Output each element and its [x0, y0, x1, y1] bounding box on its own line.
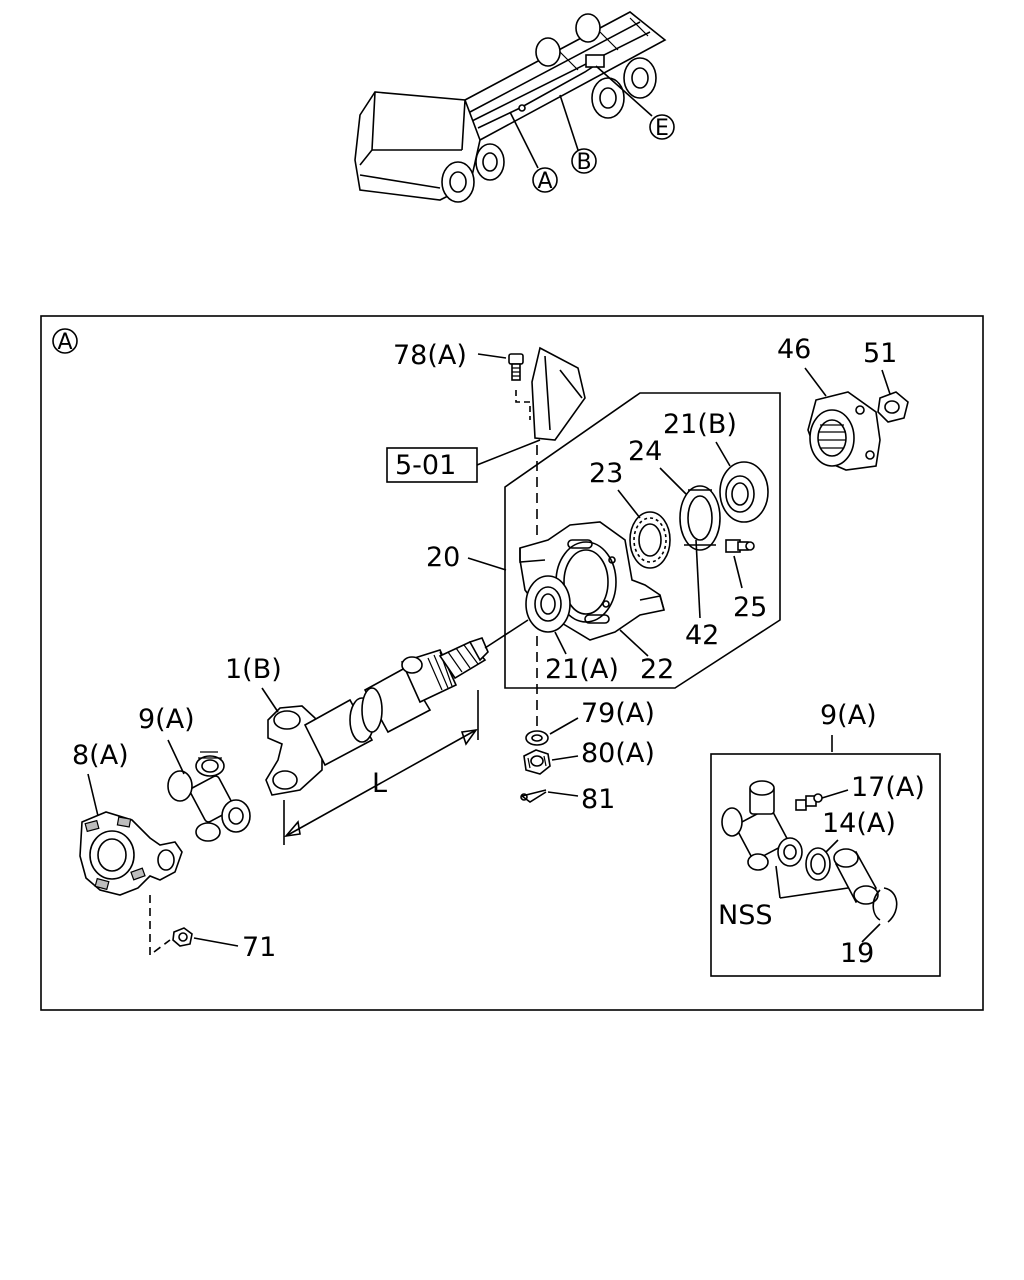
label-79a: 79(A)	[581, 698, 655, 729]
label-5-01: 5-01	[395, 450, 456, 481]
propeller-shaft-1b	[265, 637, 489, 796]
label-9a-left: 9(A)	[138, 704, 195, 735]
label-8a: 8(A)	[72, 740, 129, 771]
callout-a: A	[532, 167, 558, 194]
label-51: 51	[863, 338, 897, 369]
detail-frame	[40, 315, 984, 1011]
label-nss: NSS	[718, 900, 772, 931]
bearing-23	[629, 511, 671, 569]
label-21a: 21(A)	[545, 654, 619, 685]
seal-21a	[525, 575, 571, 633]
label-71: 71	[242, 932, 276, 963]
label-80a: 80(A)	[581, 738, 655, 769]
label-1b: 1(B)	[225, 654, 282, 685]
label-20: 20	[426, 542, 460, 573]
bearing-cup	[833, 848, 879, 905]
label-81: 81	[581, 784, 615, 815]
front-wheel	[441, 161, 475, 203]
seal-21b	[719, 461, 769, 523]
label-19: 19	[840, 938, 874, 969]
castle-nut-80a	[523, 749, 551, 775]
center-bearing-group-outline	[504, 392, 781, 689]
label-46: 46	[777, 334, 811, 365]
inset-frame	[710, 753, 941, 977]
label-l: L	[372, 768, 387, 799]
grease-nipple-25	[725, 539, 755, 553]
frame-marker-a: A	[52, 328, 78, 355]
nut-51	[877, 391, 909, 423]
bracket	[531, 346, 586, 441]
label-17a: 17(A)	[851, 772, 925, 803]
flange-yoke-8a	[79, 811, 183, 896]
svg-text:B: B	[576, 150, 591, 175]
label-78a: 78(A)	[393, 340, 467, 371]
svg-text:A: A	[537, 169, 552, 194]
bolt-78a	[508, 353, 524, 381]
label-24: 24	[628, 436, 662, 467]
dimension-l	[283, 690, 479, 845]
callout-e: E	[649, 114, 675, 141]
inset-universal-joint	[721, 780, 803, 871]
svg-text:A: A	[57, 330, 72, 355]
label-25: 25	[733, 592, 767, 623]
washer-79a	[525, 730, 549, 746]
cotter-pin-81	[520, 789, 547, 803]
companion-flange-46	[807, 391, 881, 471]
label-42: 42	[685, 620, 719, 651]
seal-14a	[805, 847, 831, 881]
snap-ring-19	[872, 887, 898, 923]
grease-fitting-17a	[795, 793, 823, 811]
nut-71	[172, 927, 193, 947]
universal-joint-9a	[167, 751, 251, 842]
label-23: 23	[589, 458, 623, 489]
label-22: 22	[640, 654, 674, 685]
drive-shaft-line	[477, 61, 601, 129]
svg-text:E: E	[655, 116, 669, 141]
label-21b: 21(B)	[663, 409, 737, 440]
label-9a-inset: 9(A)	[820, 700, 877, 731]
cushion-24	[679, 485, 721, 551]
truck-overview: A B E	[354, 11, 675, 203]
label-14a: 14(A)	[822, 808, 896, 839]
callout-b: B	[571, 148, 597, 175]
